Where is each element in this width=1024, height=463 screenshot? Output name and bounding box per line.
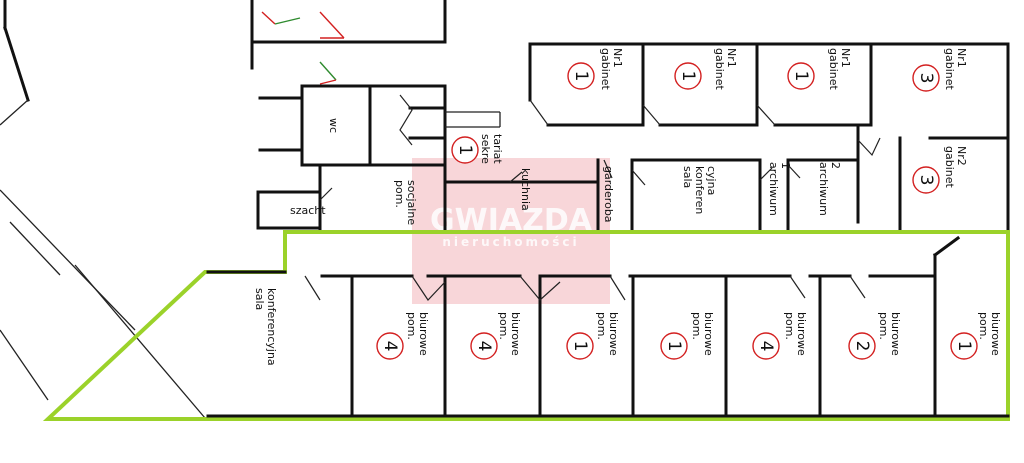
room: pom.biurowe 4	[752, 312, 808, 360]
lower-walls	[206, 235, 1010, 418]
room-label: pom.biurowe	[977, 312, 1002, 356]
room-number: 2	[852, 341, 872, 352]
room-number: 3	[916, 175, 936, 186]
room-label: pom.biurowe	[497, 312, 522, 356]
room-number-circle	[674, 62, 702, 90]
upper-doors	[319, 94, 881, 201]
room-label: archiwum1	[767, 162, 792, 216]
room-label: pom.biurowe	[595, 312, 620, 356]
room-number-circle	[912, 166, 940, 194]
room: sekretariat 1	[451, 134, 504, 164]
upper-walls	[256, 42, 1010, 234]
room: archiwum2	[817, 162, 842, 216]
room-number-circle	[787, 62, 815, 90]
room-label: pom.biurowe	[877, 312, 902, 356]
room-number-circle	[470, 332, 498, 360]
room-number: 1	[571, 71, 591, 82]
top-doors	[261, 11, 345, 85]
room: gabinetNr1 1	[674, 48, 738, 91]
room-label: pom.biurowe	[690, 312, 715, 356]
room: salakonferencyjna	[253, 288, 278, 366]
room: gabinetNr1 1	[787, 48, 852, 91]
room-label: archiwum2	[817, 162, 842, 216]
room: pom.biurowe 4	[376, 312, 430, 360]
room: pom.biurowe 2	[848, 312, 902, 360]
room-label: gabinetNr1	[713, 48, 738, 91]
room-label: kuchnia	[519, 168, 532, 211]
room-number-circle	[376, 332, 404, 360]
room-number: 1	[570, 341, 590, 352]
room-label: salakonferencyjna	[681, 166, 718, 214]
room-label: pom.biurowe	[783, 312, 808, 356]
room-number-circle	[567, 62, 595, 90]
room-label: garderoba	[602, 166, 615, 223]
room-label: gabinetNr1	[827, 48, 852, 91]
room: garderoba	[602, 166, 615, 223]
room: salakonferencyjna	[681, 166, 718, 214]
room-label: wc	[327, 118, 340, 133]
room-number: 4	[756, 341, 776, 352]
room-label: gabinetNr1	[943, 48, 968, 91]
outer-building-lines	[0, 0, 447, 419]
room-number-circle	[912, 64, 940, 92]
room-number-circle	[660, 332, 688, 360]
room-number-circle	[566, 332, 594, 360]
room-label: pom.biurowe	[405, 312, 430, 356]
room-number-circle	[752, 332, 780, 360]
room: pom.socjalne	[393, 180, 418, 225]
room-number: 4	[380, 341, 400, 352]
room: gabinetNr2 3	[912, 146, 968, 194]
room-label: gabinetNr2	[943, 146, 968, 189]
room-number: 3	[916, 73, 936, 84]
room: gabinetNr1 1	[567, 48, 624, 91]
room-label: sekretariat	[479, 134, 504, 164]
room-number: 1	[678, 71, 698, 82]
room-number: 1	[791, 71, 811, 82]
room: gabinetNr1 3	[912, 48, 968, 92]
room-number: 1	[664, 341, 684, 352]
room-label: pom.socjalne	[393, 180, 418, 225]
room-label: szacht	[290, 204, 326, 217]
room-number: 1	[455, 145, 475, 156]
room-number-circle	[451, 136, 479, 164]
watermark-tagline: nieruchomości	[442, 235, 579, 249]
room: pom.biurowe 1	[660, 312, 715, 360]
room: wc	[327, 118, 340, 133]
room-number: 4	[474, 341, 494, 352]
room: kuchnia	[519, 168, 532, 211]
room: pom.biurowe 1	[566, 312, 620, 360]
room-number-circle	[950, 332, 978, 360]
room-label: gabinetNr1	[599, 48, 624, 91]
room-label: salakonferencyjna	[253, 288, 278, 366]
room-number: 1	[954, 341, 974, 352]
room: archiwum1	[767, 162, 792, 216]
room-number-circle	[848, 332, 876, 360]
room: szacht	[290, 204, 326, 217]
